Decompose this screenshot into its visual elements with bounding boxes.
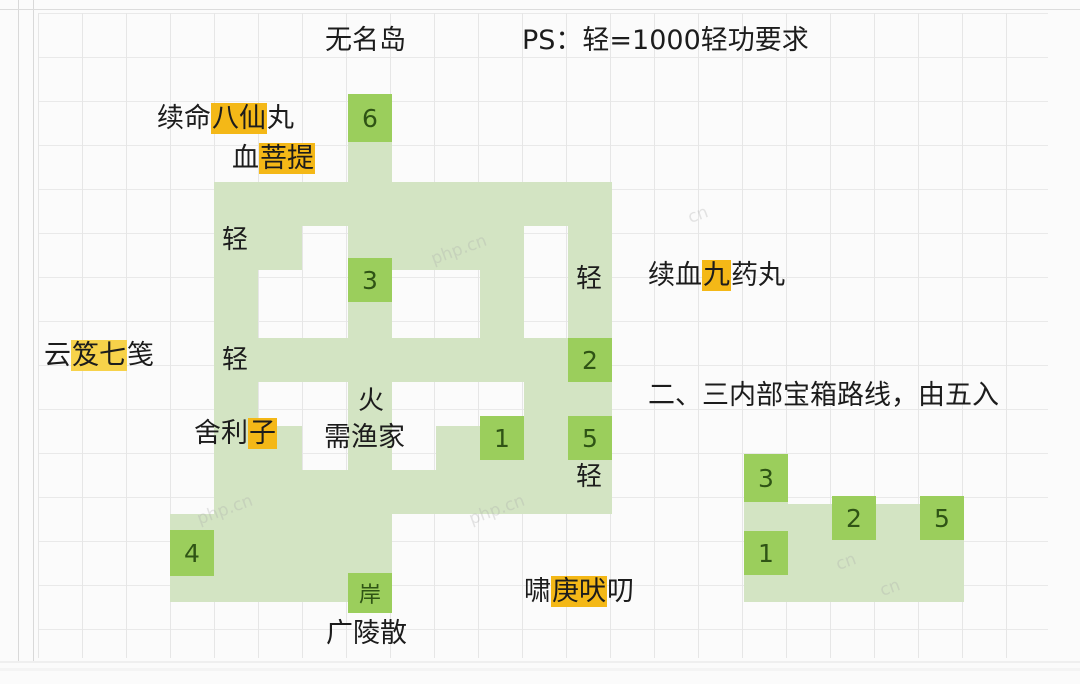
frame-left-line (18, 0, 19, 662)
frame-bottom-line (0, 661, 1080, 663)
frame-left-line-2 (33, 0, 34, 662)
frame-bottom-line-2 (0, 668, 1080, 671)
frame-top-line (0, 9, 1080, 10)
worksheet-grid (38, 13, 1048, 658)
